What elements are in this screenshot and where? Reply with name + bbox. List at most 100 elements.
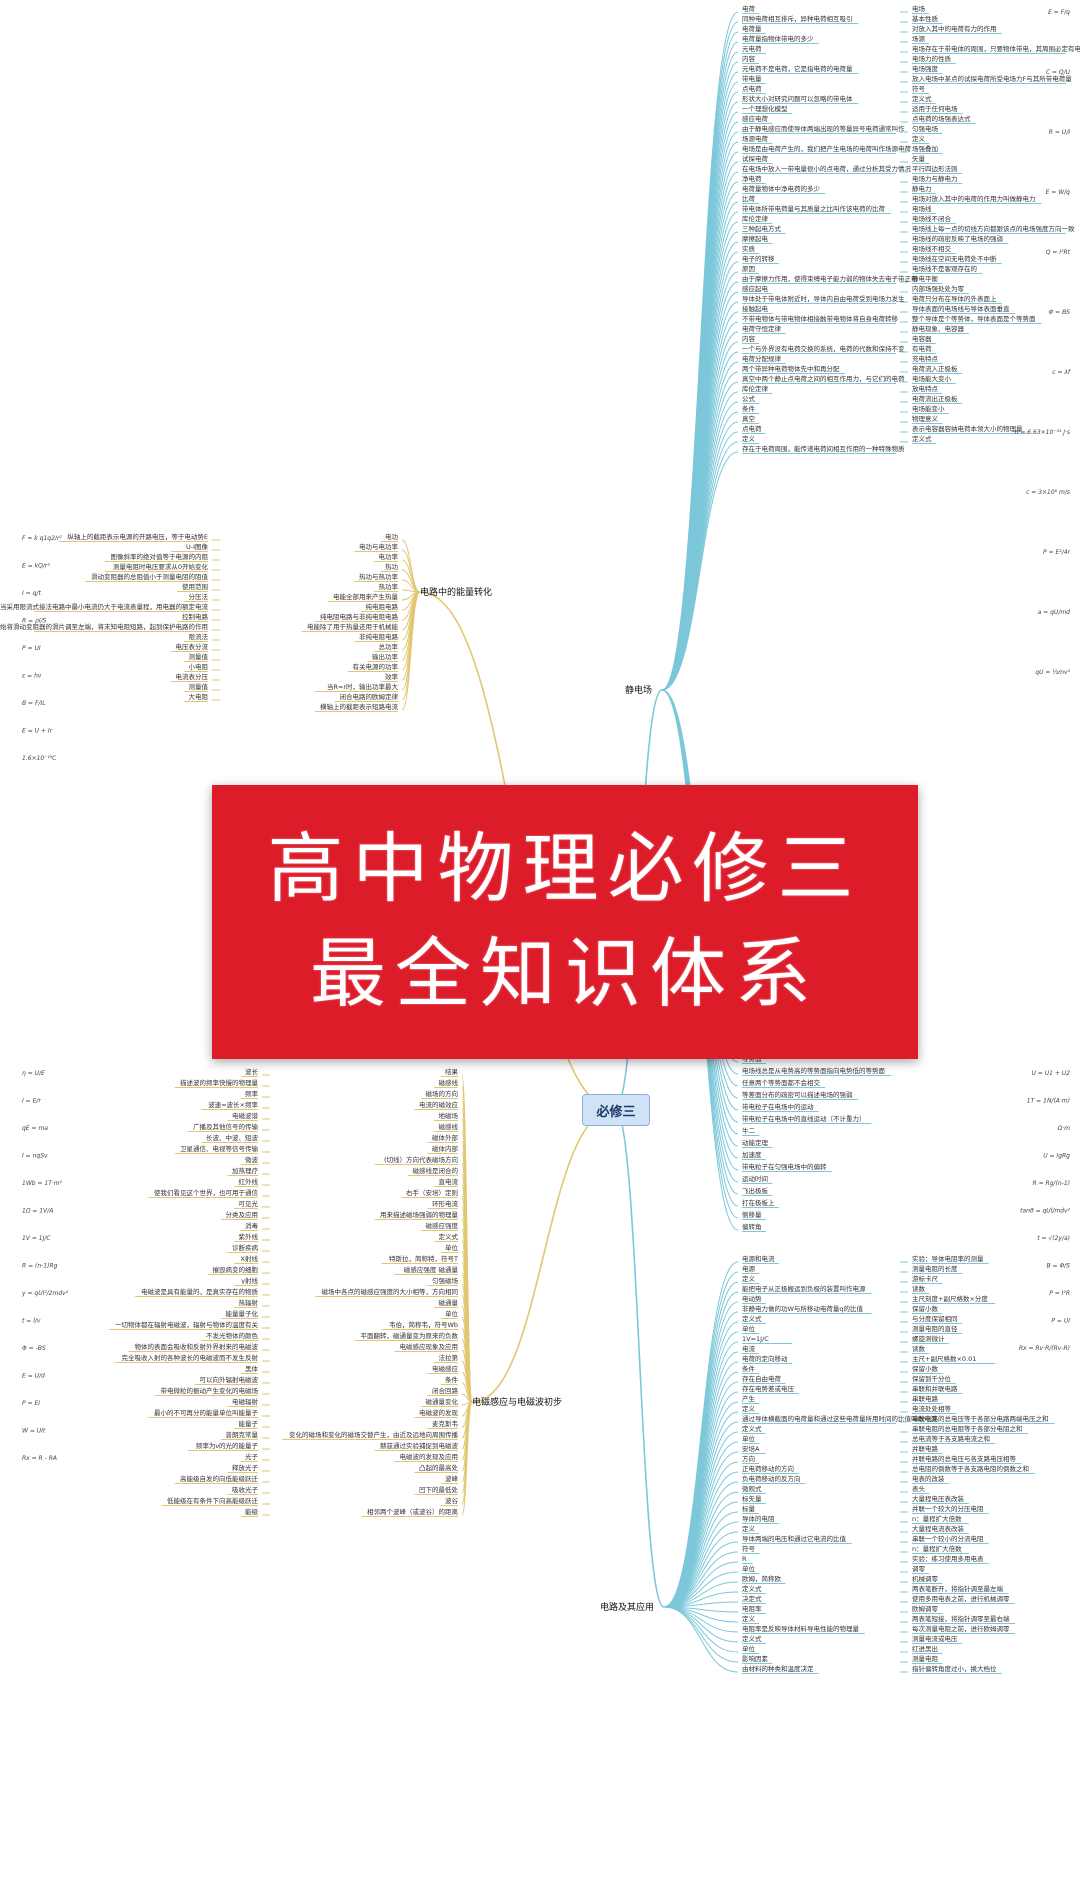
circuit-node-label: 每次测量电阻之前，进行欧姆调零 (912, 1624, 1010, 1633)
circuit-node-label: 保留小数 (912, 1364, 939, 1373)
particle-motion-node-label: 带电粒子在匀强电场中的偏转 (742, 1162, 827, 1171)
electrostatics-node-label: 基本性质 (912, 14, 939, 23)
circuit-node-label: 标量 (742, 1504, 756, 1513)
circuit-node-label: 总电阻的倒数等于各支路电阻的倒数之和 (912, 1464, 1029, 1473)
circuit-node-link (663, 1606, 739, 1633)
electrostatics-node-label: 带电量 (742, 74, 762, 83)
circuit-node-label: 决定式 (742, 1594, 762, 1603)
circuit-node-link (663, 1491, 739, 1608)
em-node-label: 电磁波的发现 (419, 1408, 459, 1417)
em-node-label: 电磁波谱 (232, 1111, 259, 1120)
em-node-label: 光子 (245, 1452, 259, 1461)
branch-label-circuits[interactable]: 电路及其应用 (600, 1601, 654, 1613)
formula-gauss: B = Φ/S (1046, 1263, 1070, 1270)
circuit-node-label: 单位 (742, 1564, 756, 1573)
em-node-label: 波速=波长×频率 (208, 1100, 258, 1109)
circuit-node-label: 保留小数 (912, 1304, 939, 1313)
electrostatics-node-label: 电荷分配规律 (742, 354, 782, 363)
formula-rx_meas_big: Rx = R - RA (22, 1455, 57, 1462)
em-node-label: 摧毁病变的细胞 (213, 1265, 259, 1274)
electrostatics-node-label: 同种电荷相互排斥，异种电荷相互吸引 (742, 14, 853, 23)
energy-node-label: 非纯电阻电路 (359, 632, 399, 641)
formula-heat_p: P = I²R (1049, 1290, 1070, 1297)
formula-t_unit: 1T = 1N/(A·m) (1027, 1098, 1070, 1105)
circuit-node-link (663, 1501, 739, 1608)
formula-ohm_unit: 1Ω = 1V/A (22, 1208, 53, 1215)
formula-flux: Φ = BS (1049, 309, 1071, 316)
formula-b_field: B = F/IL (22, 700, 46, 707)
circuit-node-label: 定义 (742, 1614, 756, 1623)
electrostatics-node-label: 电场强度 (912, 64, 939, 73)
electrostatics-node-label: 电荷流入正极板 (912, 364, 958, 373)
formula-rx_meas_small: Rx = Rv·R/(Rv-R) (1019, 1345, 1070, 1352)
em-node-label: 闭合回路 (432, 1386, 459, 1395)
em-node-label: 磁感线是闭合的 (413, 1166, 459, 1175)
branch-label-em_induction[interactable]: 电磁感应与电磁波初步 (472, 1396, 562, 1408)
em-node-label: 诊断疾病 (232, 1243, 259, 1252)
formula-accel: a = qU/md (1038, 609, 1071, 616)
electrostatics-node-label: 电荷 (742, 4, 756, 13)
em-node-label: 匀强磁场 (432, 1276, 459, 1285)
electrostatics-node-label: 场源 (912, 34, 926, 43)
electrostatics-node-label: 静电现象、电容器 (912, 324, 965, 333)
em-node-label: 使我们看见这个世界，也可用于通信 (154, 1188, 259, 1197)
em-node-label: 条件 (445, 1375, 459, 1384)
circuit-node-link (663, 1511, 739, 1608)
branch-link-circuits (614, 1108, 665, 1608)
formula-resistivity: R = ρl/S (22, 618, 47, 625)
formula-emf: E = W/q (1046, 189, 1071, 196)
formula-time_fly: t = l/v (22, 1318, 41, 1325)
energy-node-label: 闭合电路的欧姆定律 (340, 692, 399, 701)
em-node-label: 微波 (245, 1155, 259, 1164)
electrostatics-node-label: 电荷只分布在导体的外表面上 (912, 294, 997, 303)
circuit-node-label: 定义 (742, 1404, 756, 1413)
electrostatics-node-label: 感应电荷 (742, 114, 769, 123)
electrostatics-node-label: 充电特点 (912, 354, 939, 363)
circuit-node-label: 并联电路的总电压与各支路电压相等 (912, 1454, 1017, 1463)
circuit-node-label: n：量程扩大倍数 (912, 1514, 962, 1523)
circuit-node-label: 条件 (742, 1364, 756, 1373)
circuit-node-label: 实验：练习使用多用电表 (912, 1554, 984, 1563)
energy-node-label: 纯电阻电路 (366, 602, 399, 611)
energy-node-label: 热功率 (379, 582, 399, 591)
electrostatics-node-label: 电场线不是客观存在的 (912, 264, 978, 273)
circuit-node-label: 定义 (742, 1524, 756, 1533)
em-node-label: 长波、中波、短波 (206, 1133, 259, 1142)
energy-node-label: 电压表分流 (176, 642, 209, 651)
circuit-node-label: 1V=1J/C (742, 1335, 769, 1343)
em-node-label: 定义式 (439, 1232, 459, 1241)
particle-motion-node-label: 电场线总是从电势高的等势面指向电势低的等势面 (742, 1066, 886, 1075)
electrostatics-node-label: 表示电容器容纳电荷本领大小的物理量 (912, 424, 1023, 433)
circuit-node-label: 导体两端的电压和通过它电流的比值 (742, 1534, 847, 1543)
electrostatics-node-label: 电场线上每一点的切线方向都跟该点的电场强度方向一致 (912, 224, 1075, 233)
em-node-label: 电磁波的发现及应用 (400, 1452, 459, 1461)
circuit-node-label: 主尺刻度+副尺格数×分度 (912, 1294, 988, 1303)
formula-capacitance: C = Q/U (1046, 69, 1071, 76)
center-node-required-three[interactable]: 必修三 (582, 1094, 650, 1126)
electrostatics-node-label: 电场力的性质 (912, 54, 952, 63)
em-node-label: 红外线 (239, 1177, 259, 1186)
circuit-node-label: 定义式 (742, 1634, 762, 1643)
circuit-node-label: 电流处处相等 (912, 1404, 952, 1413)
circuit-node-label: 欧姆调零 (912, 1604, 939, 1613)
electrostatics-node-label: 库伦定律 (742, 214, 769, 223)
electrostatics-node-label: 试探电荷 (742, 154, 769, 163)
circuit-node-label: 指针偏转角度过小，换大档位 (912, 1664, 997, 1673)
em-node-label: 磁体内部 (432, 1144, 459, 1153)
formula-power_elec: P = UI (22, 645, 41, 652)
circuit-node-label: 安培A (742, 1444, 760, 1453)
energy-node-label: 纯电阻电路与非纯电阻电路 (320, 612, 399, 621)
em-node-label: 频率为ν的光的能量子 (196, 1441, 259, 1450)
electrostatics-node-label: 接触起电 (742, 304, 769, 313)
energy-node-label: 一开始将滑动变阻器的滑片调至左端，将末知电阻短路，起到保护电路的作用 (0, 622, 208, 631)
electrostatics-node-label: 放电特点 (912, 384, 939, 393)
branch-label-energy[interactable]: 电路中的能量转化 (420, 586, 492, 598)
em-node-label: 低能级在有条件下向高能级跃迁 (167, 1496, 259, 1505)
formula-newton2: qE = ma (22, 1125, 48, 1132)
circuit-node-label: 串联电路 (912, 1394, 939, 1403)
branch-label-electrostatics[interactable]: 静电场 (625, 684, 652, 696)
circuit-node-label: 单位 (742, 1434, 756, 1443)
electrostatics-node-label: 定义式 (912, 434, 932, 443)
energy-node-label: 电能除了用于热量还用于机械能 (307, 622, 399, 631)
title-banner: 高中物理必修三 最全知识体系 (212, 785, 918, 1059)
